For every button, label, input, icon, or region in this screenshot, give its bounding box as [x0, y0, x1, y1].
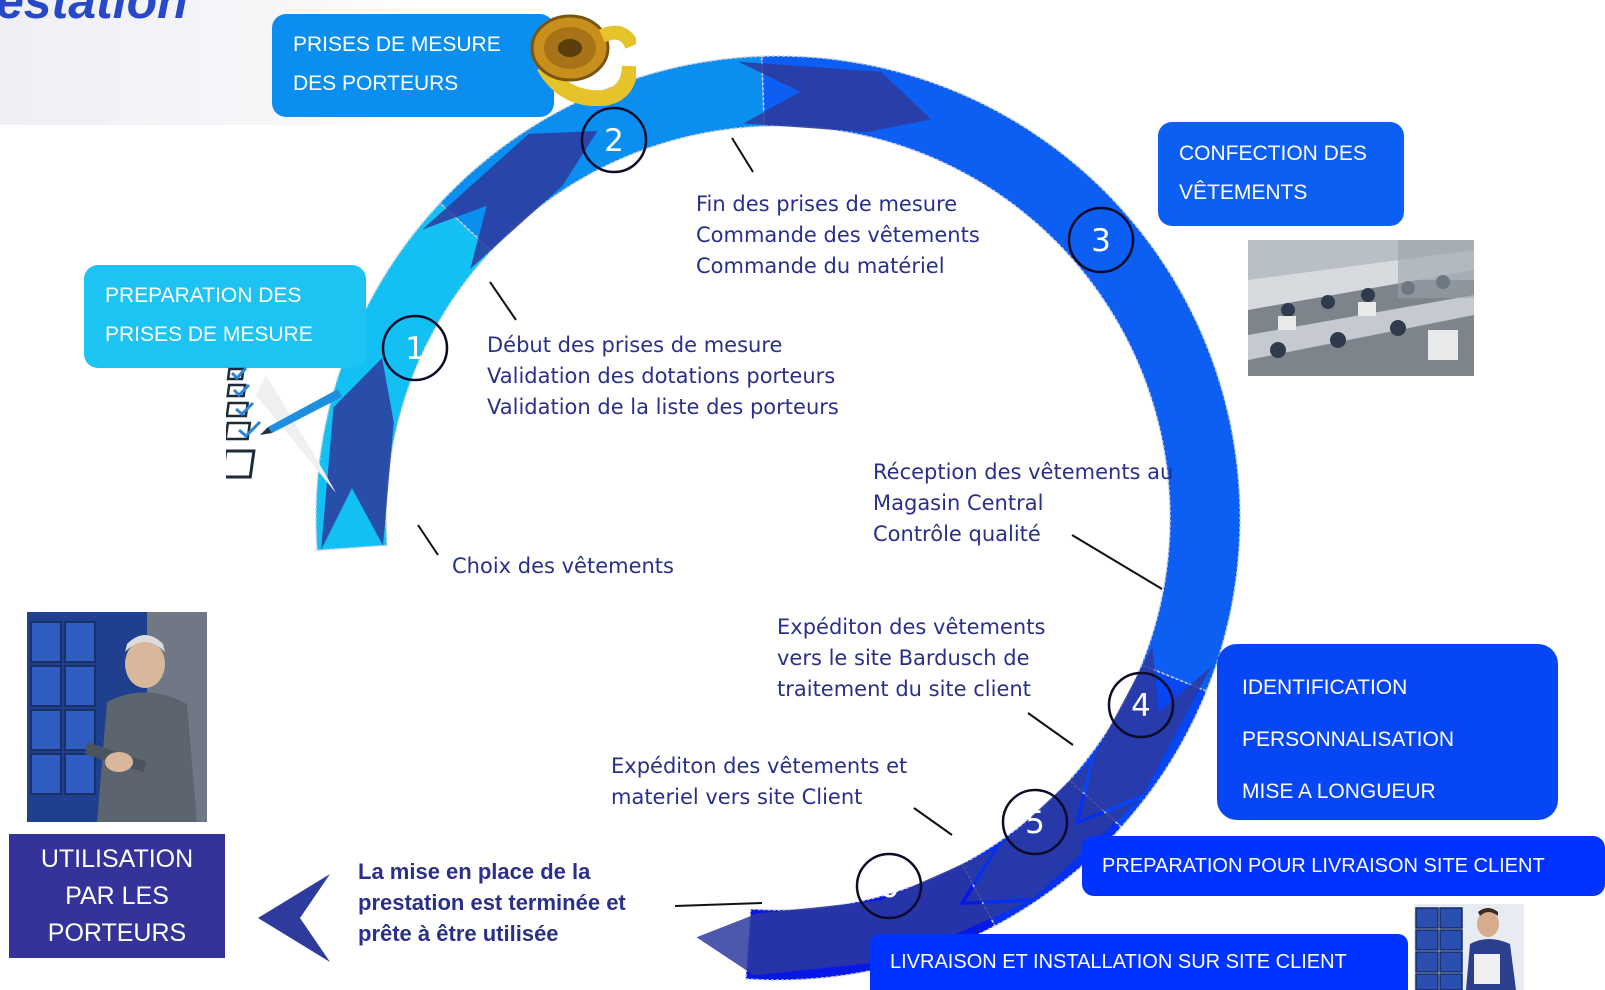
box-confection-vetements: CONFECTION DES VÊTEMENTS [1158, 122, 1404, 226]
note-reception-magasin: Réception des vêtements au Magasin Centr… [873, 460, 1174, 546]
box-prises-mesure-porteurs: PRISES DE MESURE DES PORTEURS [272, 14, 554, 117]
leader-line [1027, 712, 1074, 746]
chevron-step-1 [321, 358, 394, 550]
page-title: estation [0, 0, 188, 29]
box-line: CONFECTION DES [1179, 142, 1367, 165]
measuring-tape-icon [530, 14, 636, 106]
note-expedition-bardusch: Expéditon des vêtements vers le site Bar… [777, 615, 1046, 701]
leader-line [913, 807, 953, 836]
note-choix-vetements: Choix des vêtements [452, 554, 674, 578]
box-utilisation-porteurs: UTILISATION PAR LES PORTEURS [9, 834, 225, 958]
box-line: PERSONNALISATION [1242, 728, 1454, 751]
leader-line [417, 524, 439, 556]
leader-line [1071, 534, 1163, 590]
box-line: PORTEURS [47, 919, 187, 947]
box-line: PREPARATION DES [105, 284, 302, 307]
step-number-label: 2 [604, 123, 624, 159]
leader-line [731, 137, 754, 173]
box-line: MISE A LONGUEUR [1242, 780, 1436, 803]
box-line: IDENTIFICATION [1242, 676, 1408, 699]
bar-preparation-livraison: PREPARATION POUR LIVRAISON SITE CLIENT [1082, 836, 1605, 896]
chevron-step-3 [738, 61, 931, 133]
leader-line [674, 902, 763, 907]
note-debut-prises-mesure: Début des prises de mesure Validation de… [487, 333, 839, 419]
step-number-label: 3 [1091, 223, 1111, 259]
chevron-step-4 [1079, 646, 1211, 820]
box-line: UTILISATION [40, 845, 194, 873]
checklist-pen-icon [226, 366, 342, 493]
chevron-step-5 [965, 761, 1139, 902]
box-line: PAR LES [65, 882, 169, 910]
step-number-label: 1 [405, 331, 425, 367]
box-preparation-prises-mesure: PREPARATION DES PRISES DE MESURE [84, 265, 366, 368]
step-number-2: 2 [580, 106, 648, 174]
note-expedition-client: Expéditon des vêtements et materiel vers… [611, 754, 908, 809]
step-number-label: 4 [1131, 688, 1151, 724]
step-number-1: 1 [381, 314, 449, 382]
box-line: PRISES DE MESURE [105, 323, 313, 346]
factory-photo [1248, 240, 1474, 376]
chevron-step-2 [422, 131, 598, 269]
box-line: PRISES DE MESURE [293, 33, 501, 56]
leader-lines [417, 137, 1163, 907]
step-number-5: 5 [1001, 788, 1069, 856]
locker-worker-photo [27, 612, 207, 822]
chevron-step-6 [830, 850, 1028, 961]
note-fin-prises-mesure: Fin des prises de mesure Commande des vê… [696, 192, 980, 278]
box-line: VÊTEMENTS [1179, 181, 1308, 204]
bar-livraison-installation: LIVRAISON ET INSTALLATION SUR SITE CLIEN… [870, 934, 1408, 990]
return-chevron-icon [258, 874, 330, 962]
note-mise-en-place-terminee: La mise en place de la prestation est te… [358, 859, 626, 946]
step-number-6: 6 [855, 852, 923, 920]
leader-line [489, 281, 517, 321]
step-number-4: 4 [1107, 671, 1175, 739]
step-number-3: 3 [1067, 206, 1135, 274]
step-circles: 1 2 3 4 5 6 [381, 106, 1175, 920]
box-identification: IDENTIFICATION PERSONNALISATION MISE A L… [1217, 644, 1558, 820]
box-line: DES PORTEURS [293, 72, 459, 95]
step-number-label: 6 [879, 869, 899, 905]
locker-delivery-photo [1414, 904, 1524, 990]
chevron-step-6b [696, 900, 897, 976]
step-number-label: 5 [1025, 805, 1045, 841]
